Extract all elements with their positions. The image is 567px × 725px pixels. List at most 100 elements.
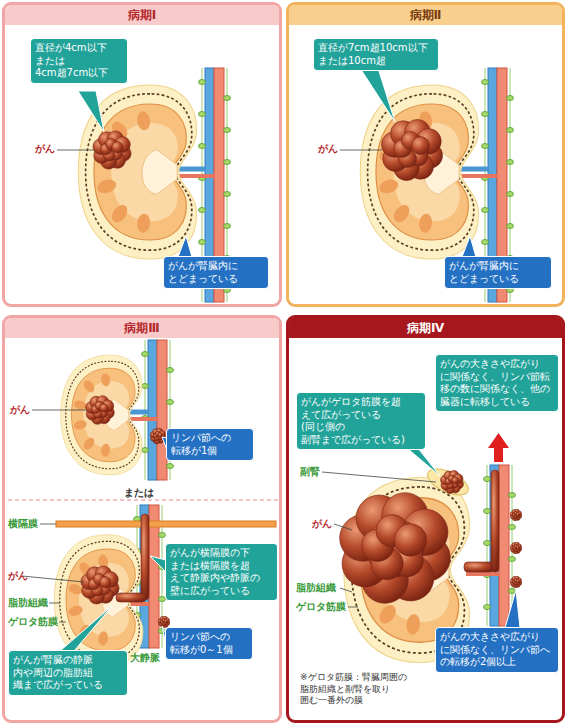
renal-pyramid (73, 399, 88, 412)
tumor-nodule (446, 476, 458, 488)
renal-pyramid (82, 436, 97, 452)
callout-box: がんが横隔膜の下 または横隔膜を超 えて静脈内や静脈の 壁に広がっている (165, 543, 278, 601)
lymph-node (199, 144, 206, 149)
lymph-node (224, 224, 231, 229)
panel-heading: 病期Ⅱ (289, 5, 562, 25)
lymph-node (507, 96, 514, 101)
tumor-nodule (165, 618, 170, 623)
callout-text: リンパ節への 転移が1個 (171, 432, 249, 457)
lymph-node (482, 240, 489, 245)
callout-text: リンパ節への 転移が0～1個 (170, 631, 248, 656)
lymph-node (224, 96, 231, 101)
tumor-nodule (154, 432, 162, 440)
tumor-nodule (394, 524, 426, 556)
lymph-node (224, 128, 231, 133)
callout-box: がんが腎臓内に とどまっている (163, 256, 269, 289)
callout-box: リンパ節への 転移が1個 (166, 428, 254, 461)
lymph-node (482, 208, 489, 213)
tumor-cluster (86, 396, 115, 425)
tumor-nodule (164, 619, 167, 622)
tumor-cluster (93, 131, 131, 169)
part-label: 大静脈 (130, 652, 160, 664)
tumor-nodule (412, 137, 430, 155)
renal-pyramid (100, 373, 110, 387)
venous-tumor-thrombus (491, 470, 499, 572)
leader-line (348, 607, 358, 608)
callout-text: がんの大きさや広がり に関係なく、リンパ節転 移の数に関係なく、他の 臓器に転移… (440, 358, 554, 408)
perirenal-fat (78, 85, 196, 259)
callout-pointer (60, 606, 112, 651)
lymph-node (142, 448, 149, 453)
tumor-nodule (112, 142, 123, 153)
perirenal-fat (360, 85, 478, 259)
part-label: 脂肪組織 (8, 597, 48, 609)
renal-pyramid (376, 602, 399, 626)
callout-box: がんの大きさや広がり に関係なく、リンパ節転 移の数に関係なく、他の 臓器に転移… (435, 354, 559, 412)
renal-artery (466, 572, 499, 576)
aorta (157, 340, 167, 480)
diaphragm (56, 521, 276, 527)
lymph-node (199, 112, 206, 117)
venous-tumor-thrombus (141, 514, 149, 600)
lymph-node (199, 240, 206, 245)
callout-text: がんの大きさや広がり に関係なく、リンパ節へ の転移が2個以上 (440, 631, 554, 669)
tumor-nodule (452, 477, 459, 484)
renal-pyramid (136, 213, 151, 234)
kidney-illustration (360, 85, 478, 259)
lymph-node (199, 80, 206, 85)
leader-line (40, 524, 56, 525)
panel-heading: 病期Ⅳ (289, 318, 562, 338)
lymph-node (142, 384, 149, 389)
aorta (499, 465, 509, 626)
lymph-node (484, 541, 491, 546)
callout-text: 直径が7cm超10cm以下 または10cm超 (318, 42, 434, 67)
callout-box: リンパ節への 転移が0～1個 (165, 627, 253, 660)
lymph-node (509, 557, 516, 562)
leader-line (340, 150, 382, 151)
leader-line (32, 410, 86, 411)
callout-box: がんが腎臓内に とどまっている (444, 256, 552, 289)
footnote: ※ゲロタ筋膜：腎臓周囲の 脂肪組織と副腎を取り 囲む一番外の膜 (300, 672, 434, 707)
venous-tumor-thrombus (116, 593, 146, 602)
lymph-node (167, 464, 174, 469)
tumor-label: がん (8, 570, 28, 582)
tumor-label: がん (35, 143, 55, 155)
renal-pyramid (67, 604, 84, 618)
renal-pyramid (391, 202, 413, 225)
lymph-node (199, 208, 206, 213)
tumor-label: がん (10, 404, 30, 416)
tumor-nodule (516, 512, 519, 515)
callout-text: 直径が4cm以下 または 4cm超7cm以下 (35, 42, 123, 80)
renal-pyramid (82, 378, 97, 394)
callout-text: がんが横隔膜の下 または横隔膜を超 えて静脈内や静脈の 壁に広がっている (170, 547, 273, 597)
leader-line (57, 150, 95, 151)
part-label: 横隔膜 (8, 518, 38, 530)
lymph-node (509, 493, 516, 498)
venous-tumor-thrombus (464, 562, 494, 572)
lymph-node (482, 112, 489, 117)
lymph-node (484, 605, 491, 610)
lymph-node (507, 160, 514, 165)
renal-pyramid (378, 177, 400, 195)
tumor-cluster (510, 576, 521, 587)
callout-box: 直径が4cm以下 または 4cm超7cm以下 (30, 38, 128, 84)
lymph-node (167, 400, 174, 405)
callout-box: 直径が7cm超10cm以下 または10cm超 (313, 38, 439, 71)
tumor-cluster (81, 566, 119, 604)
lymph-node (482, 80, 489, 85)
lymph-node (507, 224, 514, 229)
lymph-node (142, 352, 149, 357)
kidney-illustration (78, 85, 196, 259)
callout-text: がんが腎臓内に とどまっている (449, 260, 547, 285)
gerota-fascia (368, 94, 474, 250)
tumor-nodule (513, 545, 519, 551)
lymph-node (482, 144, 489, 149)
lymph-node (224, 160, 231, 165)
lymph-node (484, 509, 491, 514)
tumor-nodule (516, 545, 519, 548)
kidney-cortex (72, 368, 135, 462)
kidney-cortex (94, 104, 186, 240)
lymph-node (507, 192, 514, 197)
vena-cava (490, 465, 499, 626)
